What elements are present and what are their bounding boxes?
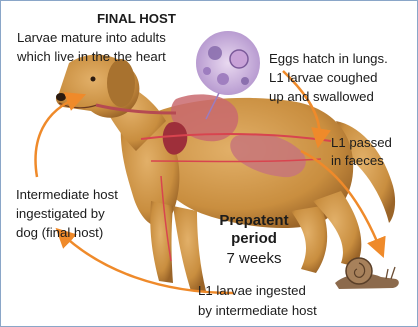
final-host-desc-line1: Larvae mature into adults — [17, 30, 166, 47]
dog-eye — [91, 77, 96, 82]
ingest-stage-line1: L1 larvae ingested — [198, 283, 306, 300]
faeces-stage-line1: L1 passed — [331, 135, 392, 152]
intermediate-stage-line2: ingestigated by — [16, 206, 105, 223]
prepatent-title: Prepatent — [213, 212, 295, 230]
eggs-stage-line3: up and swallowed — [269, 89, 374, 106]
eggs-stage-line1: Eggs hatch in lungs. — [269, 51, 388, 68]
dog-nose — [56, 93, 66, 101]
arrow-intermediate-to-dog — [36, 97, 79, 177]
dog-front-leg-1 — [150, 201, 173, 283]
eggs-stage-line2: L1 larvae coughed — [269, 70, 378, 87]
dog-front-leg-2 — [173, 206, 206, 291]
ingest-stage-line2: by intermediate host — [198, 303, 317, 320]
final-host-desc-line2: which live in the the heart — [17, 49, 166, 66]
dog-hind-leg-1 — [291, 206, 327, 273]
dog-ear — [107, 59, 135, 107]
intermediate-stage-line3: dog (final host) — [16, 225, 103, 242]
final-host-title: FINAL HOST — [97, 11, 176, 28]
prepatent-duration: 7 weeks — [213, 250, 295, 268]
prepatent-title-line2: period — [213, 230, 295, 248]
intermediate-stage-line1: Intermediate host — [16, 187, 118, 204]
faeces-stage-line2: in faeces — [331, 153, 384, 170]
